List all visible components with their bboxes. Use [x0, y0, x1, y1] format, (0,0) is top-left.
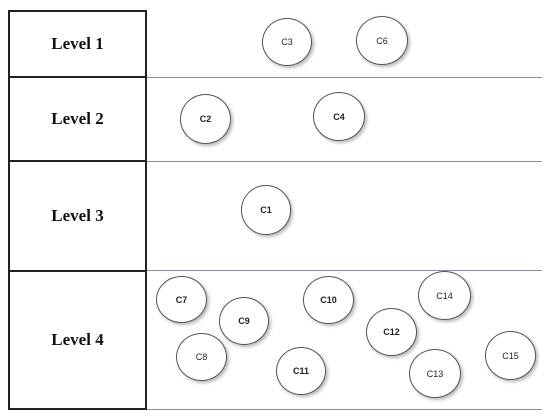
node-c12-label: C12	[383, 327, 400, 337]
node-c2: C2	[180, 94, 231, 144]
node-c11-label: C11	[292, 366, 309, 376]
node-c3-label: C3	[281, 37, 293, 47]
level-1-box: Level 1	[8, 10, 147, 78]
level-1-label: Level 1	[51, 34, 104, 53]
node-c1: C1	[241, 185, 291, 235]
level-3-label: Level 3	[51, 206, 104, 225]
node-c6: C6	[356, 16, 408, 65]
node-c4: C4	[313, 92, 365, 141]
node-c10-label: C10	[320, 295, 337, 305]
level-4-box: Level 4	[8, 270, 147, 410]
node-c7-label: C7	[175, 294, 188, 305]
node-c3: C3	[262, 18, 312, 66]
node-c1-label: C1	[260, 205, 272, 215]
node-c15: C15	[485, 331, 536, 380]
level-3-box: Level 3	[8, 160, 147, 272]
node-c14: C14	[418, 271, 471, 320]
node-c14-label: C14	[436, 290, 453, 301]
node-c13: C13	[409, 349, 461, 398]
node-c12: C12	[366, 308, 417, 356]
node-c15-label: C15	[502, 350, 519, 361]
divider-2-3	[147, 161, 542, 162]
node-c8-label: C8	[195, 352, 208, 362]
node-c6-label: C6	[376, 35, 388, 46]
node-c2-label: C2	[199, 114, 212, 124]
divider-1-2	[147, 77, 542, 78]
node-c9: C9	[219, 297, 269, 345]
level-4-label: Level 4	[51, 330, 104, 349]
node-c8: C8	[176, 333, 227, 381]
node-c4-label: C4	[333, 111, 345, 122]
node-c11: C11	[276, 347, 326, 395]
node-c9-label: C9	[238, 316, 250, 326]
level-2-box: Level 2	[8, 76, 147, 162]
node-c10: C10	[303, 276, 354, 324]
divider-bottom	[147, 409, 542, 410]
divider-3-4	[147, 270, 542, 271]
node-c7: C7	[156, 276, 207, 323]
level-2-label: Level 2	[51, 109, 104, 128]
node-c13-label: C13	[426, 368, 444, 379]
